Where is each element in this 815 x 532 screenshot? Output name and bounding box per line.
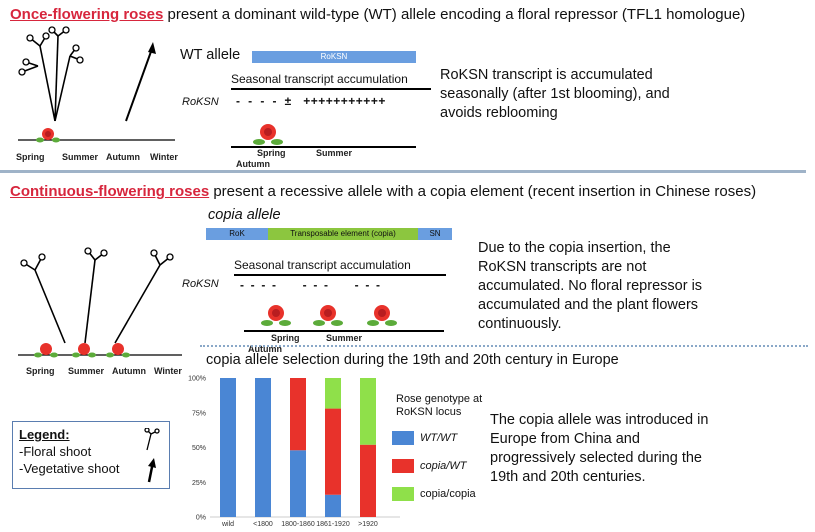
bar-segment xyxy=(325,408,341,495)
legend-swatch-wtwt xyxy=(392,431,414,445)
x-tick-label: 1861-1920 xyxy=(316,521,350,528)
bar-segment xyxy=(325,378,341,409)
chart-legend-title: Rose genotype at RoKSN locus xyxy=(396,393,483,418)
rose-icon xyxy=(72,343,96,358)
top-season-axis xyxy=(231,146,416,148)
x-tick-label: >1920 xyxy=(358,521,378,528)
legend-swatch-copiawt xyxy=(392,459,414,473)
legend-label-wtwt: WT/WT xyxy=(420,432,458,444)
vegetative-shoot-icon xyxy=(147,458,156,483)
bottom-description: Due to the copia insertion, the RoKSN tr… xyxy=(478,240,703,332)
continuous-flowering-plant-illustration xyxy=(18,247,182,358)
selection-description: The copia allele was introduced in Europ… xyxy=(490,412,709,485)
y-tick-label: 50% xyxy=(192,445,206,452)
bar-segment xyxy=(220,378,236,517)
top-timeline-autumn: Autumn xyxy=(106,152,140,162)
bar-segment xyxy=(290,378,306,451)
legend-label-copiacopia: copia/copia xyxy=(420,488,476,500)
top-season-summer: Summer xyxy=(316,148,353,158)
y-tick-label: 100% xyxy=(188,376,206,383)
rose-icon xyxy=(261,305,291,326)
top-header-highlight: Once-flowering roses xyxy=(10,6,164,23)
top-timeline-winter: Winter xyxy=(150,152,178,162)
section-separator xyxy=(0,170,806,173)
dotted-separator xyxy=(200,345,808,347)
selection-title: copia allele selection during the 19th a… xyxy=(206,352,619,368)
top-header-rest: present a dominant wild-type (WT) allele… xyxy=(163,6,746,23)
bottom-timeline-autumn: Autumn xyxy=(112,366,146,376)
bottom-season-summer: Summer xyxy=(326,333,363,343)
rose-icon xyxy=(253,124,283,145)
rose-icon xyxy=(36,128,60,143)
bar-segment xyxy=(360,378,376,445)
bar-segment xyxy=(290,450,306,517)
bottom-transcript-axis xyxy=(234,274,446,276)
legend-swatch-copiacopia xyxy=(392,487,414,501)
bottom-season-spring: Spring xyxy=(271,333,300,343)
top-transcript-title: Seasonal transcript accumulation xyxy=(231,72,408,86)
y-tick-label: 75% xyxy=(192,410,206,417)
bar-segment xyxy=(360,444,376,517)
y-tick-label: 25% xyxy=(192,480,206,487)
top-header: Once-flowering roses present a dominant … xyxy=(10,6,745,23)
legend-item-floral: -Floral shoot xyxy=(19,444,92,459)
rose-icon xyxy=(106,343,130,358)
rose-icon xyxy=(34,343,58,358)
legend-item-vegetative: -Vegetative shoot xyxy=(19,461,120,476)
bottom-roksn-label: RoKSN xyxy=(182,278,219,290)
x-tick-label: <1800 xyxy=(253,521,273,528)
copia-gene-bar: RoK Transposable element (copia) SN xyxy=(206,228,452,240)
x-tick-label: 1800-1860 xyxy=(281,521,315,528)
top-timeline-spring: Spring xyxy=(16,152,45,162)
x-tick-label: wild xyxy=(221,521,234,528)
top-description: RoKSN transcript is accumulated seasonal… xyxy=(440,67,670,121)
legend-box: Legend: -Floral shoot -Vegetative shoot xyxy=(12,421,170,489)
bottom-transcript-pattern: - - - - - - - - - - xyxy=(240,278,380,292)
gene-segment-sn: SN xyxy=(418,228,452,240)
bottom-timeline-summer: Summer xyxy=(68,366,105,376)
bottom-transcript-title: Seasonal transcript accumulation xyxy=(234,258,411,272)
top-season-spring: Spring xyxy=(257,148,286,158)
top-roksn-label: RoKSN xyxy=(182,96,219,108)
bottom-header-highlight: Continuous-flowering roses xyxy=(10,183,210,200)
rose-icon xyxy=(313,305,343,326)
bottom-header: Continuous-flowering roses present a rec… xyxy=(10,183,756,200)
legend-label-copiawt: copia/WT xyxy=(420,460,467,472)
bottom-timeline-spring: Spring xyxy=(26,366,55,376)
once-flowering-plant-illustration xyxy=(18,26,175,143)
legend-shoot-icons xyxy=(144,428,160,483)
top-transcript-pattern: - - - - ± +++++++++++ xyxy=(236,94,386,108)
bottom-timeline-winter: Winter xyxy=(154,366,182,376)
bottom-header-rest: present a recessive allele with a copia … xyxy=(209,183,757,200)
y-tick-label: 0% xyxy=(196,515,206,522)
top-season-autumn: Autumn xyxy=(236,159,270,169)
rose-icons-row xyxy=(261,305,397,326)
roksn-gene-bar: RoKSN xyxy=(252,51,416,63)
top-timeline-summer: Summer xyxy=(62,152,99,162)
gene-segment-copia: Transposable element (copia) xyxy=(268,228,418,240)
bottom-season-autumn: Autumn xyxy=(248,344,282,354)
bottom-season-axis xyxy=(244,330,444,332)
top-transcript-axis xyxy=(231,88,431,90)
wt-allele-label: WT allele xyxy=(180,47,241,63)
copia-allele-label: copia allele xyxy=(208,207,281,223)
rose-icon xyxy=(367,305,397,326)
floral-shoot-icon xyxy=(144,428,160,451)
chart-legend: Rose genotype at RoKSN locus WT/WT copia… xyxy=(392,393,484,501)
gene-segment-rok: RoK xyxy=(206,228,268,240)
legend-title: Legend: xyxy=(19,427,70,442)
bar-segment xyxy=(255,378,271,517)
bar-segment xyxy=(325,494,341,517)
